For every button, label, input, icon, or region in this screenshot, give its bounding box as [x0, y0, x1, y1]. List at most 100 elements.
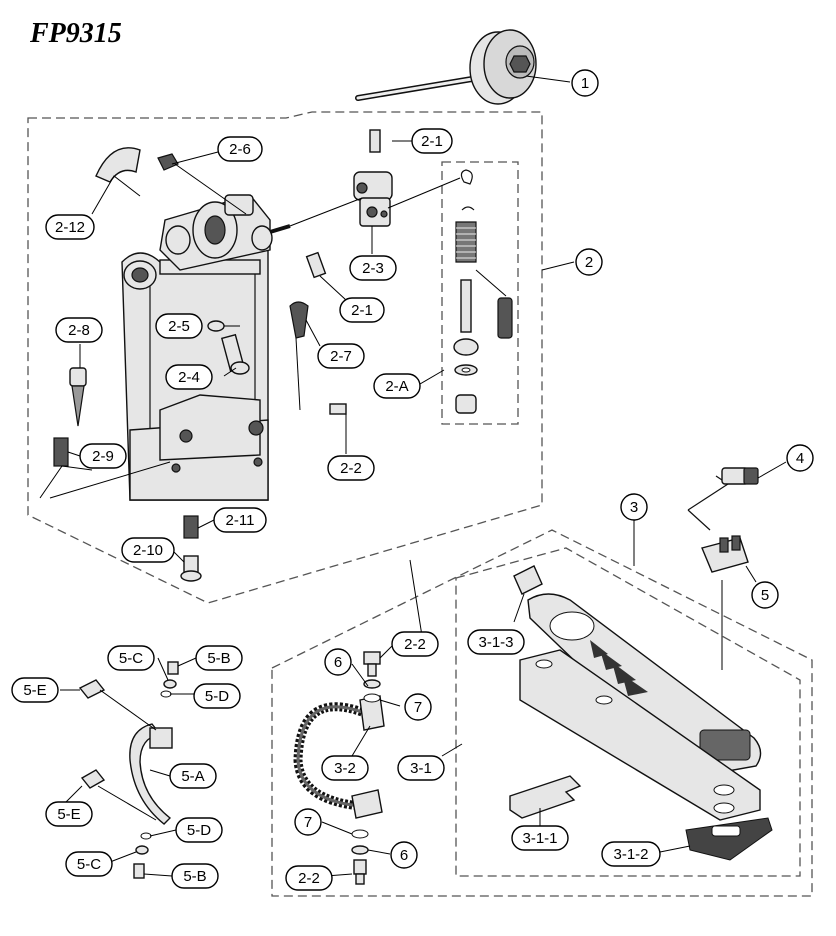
callout-2-1-lower-text: 2-1: [351, 302, 373, 319]
clamp-part-5: [701, 535, 749, 573]
callout-6-bottom-text: 6: [400, 847, 408, 864]
callout-5-D-bottom: 5-D: [175, 817, 223, 843]
callout-2-1-top-text: 2-1: [421, 133, 443, 150]
part-5-E-bottom: [80, 769, 106, 789]
callout-5-A: 5-A: [169, 763, 217, 789]
callout-5-E-top: 5-E: [11, 677, 59, 703]
callout-3-2: 3-2: [321, 755, 369, 781]
callout-2-7: 2-7: [317, 343, 365, 369]
callout-2-2-chain-bottom: 2-2: [285, 865, 333, 891]
callout-2-10-text: 2-10: [133, 542, 163, 559]
part-3-1-2: [685, 817, 773, 861]
callout-3-1-text: 3-1: [410, 760, 432, 777]
callout-5-text: 5: [761, 587, 769, 604]
callout-5-E-bottom-text: 5-E: [57, 806, 80, 823]
callout-3-1-3: 3-1-3: [467, 629, 525, 655]
callout-6-bottom: 6: [390, 841, 418, 869]
group-outline-2: [27, 111, 543, 604]
callout-2-12-text: 2-12: [55, 219, 85, 236]
callout-2-6: 2-6: [217, 136, 263, 162]
part-5-D-bottom: [140, 832, 152, 840]
part-5-B-bottom: [133, 863, 145, 879]
callout-5-D-top-text: 5-D: [205, 688, 229, 705]
callout-5-C-top: 5-C: [107, 645, 155, 671]
diagram-title: FP9315: [30, 18, 122, 49]
callout-2-7-text: 2-7: [330, 348, 352, 365]
callout-5-C-bottom-text: 5-C: [77, 856, 101, 873]
group-outline-3-1: [455, 547, 801, 877]
callout-2-6-text: 2-6: [229, 141, 251, 158]
callout-2-2-chain-top-text: 2-2: [404, 636, 426, 653]
callout-5-D-top: 5-D: [193, 683, 241, 709]
callout-2-A-text: 2-A: [385, 378, 408, 395]
callout-7-bottom: 7: [294, 808, 322, 836]
callout-5: 5: [751, 581, 779, 609]
callout-2-10: 2-10: [121, 537, 175, 563]
part-2-7: [289, 301, 309, 339]
callout-2-8: 2-8: [55, 317, 103, 343]
callout-4-text: 4: [796, 450, 804, 467]
chain-hardware-bottom: [351, 829, 369, 885]
part-2-12: [95, 147, 141, 183]
callout-2-2-chain-top: 2-2: [391, 631, 439, 657]
callout-7-bottom-text: 7: [304, 814, 312, 831]
callout-5-C-top-text: 5-C: [119, 650, 143, 667]
callout-3: 3: [620, 493, 648, 521]
callout-2-2-frame-text: 2-2: [340, 460, 362, 477]
callout-3-1-1: 3-1-1: [511, 825, 569, 851]
callout-2: 2: [575, 248, 603, 276]
part-2-2-frame: [329, 403, 347, 415]
callout-5-C-bottom: 5-C: [65, 851, 113, 877]
part-2-5: [207, 320, 225, 332]
part-2-9: [53, 437, 69, 467]
group-outline-2-A: [441, 161, 519, 425]
hex-key-part-4: [687, 467, 759, 531]
part-5-C-bottom: [135, 845, 149, 855]
callout-5-E-bottom: 5-E: [45, 801, 93, 827]
callout-2-A: 2-A: [373, 373, 421, 399]
callout-2-2-frame: 2-2: [327, 455, 375, 481]
part-5-C-top: [163, 679, 177, 689]
part-2-8: [69, 367, 87, 427]
part-2-11: [183, 515, 199, 539]
callout-2-8-text: 2-8: [68, 322, 90, 339]
part-2-3: [353, 171, 393, 227]
callout-3-1-2: 3-1-2: [601, 841, 661, 867]
callout-2-12: 2-12: [45, 214, 95, 240]
part-2-10: [180, 555, 202, 582]
callout-3-1: 3-1: [397, 755, 445, 781]
part-5-D-top: [160, 690, 172, 698]
callout-3-1-2-text: 3-1-2: [613, 846, 648, 863]
callout-2-text: 2: [585, 254, 593, 271]
callout-1: 1: [571, 69, 599, 97]
callout-2-4-text: 2-4: [178, 369, 200, 386]
callout-7-top: 7: [404, 693, 432, 721]
callout-2-11-text: 2-11: [226, 512, 255, 529]
part-3-1-1: [509, 775, 582, 819]
callout-5-B-top-text: 5-B: [207, 650, 230, 667]
part-5-B-top: [167, 661, 179, 675]
callout-3-text: 3: [630, 499, 638, 516]
callout-5-E-top-text: 5-E: [23, 682, 46, 699]
callout-5-B-top: 5-B: [195, 645, 243, 671]
callout-5-B-bottom: 5-B: [171, 863, 219, 889]
part-3-1-3: [513, 565, 543, 595]
callout-1-text: 1: [581, 75, 589, 92]
callout-6-top-text: 6: [334, 654, 342, 671]
callout-2-1-top: 2-1: [411, 128, 453, 154]
callout-6-top: 6: [324, 648, 352, 676]
callout-2-4: 2-4: [165, 364, 213, 390]
callout-2-2-chain-bottom-text: 2-2: [298, 870, 320, 887]
chain-part-3-2: [293, 695, 385, 819]
callout-4: 4: [786, 444, 814, 472]
callout-5-B-bottom-text: 5-B: [183, 868, 206, 885]
part-2-1-lower: [305, 251, 327, 279]
callout-2-11: 2-11: [213, 507, 267, 533]
spring-assembly-2-A: [453, 169, 513, 414]
callout-3-1-1-text: 3-1-1: [522, 830, 557, 847]
beater-part: [355, 29, 537, 105]
callout-2-1-lower: 2-1: [339, 297, 385, 323]
part-2-6: [157, 153, 179, 171]
callout-2-3-text: 2-3: [362, 260, 384, 277]
